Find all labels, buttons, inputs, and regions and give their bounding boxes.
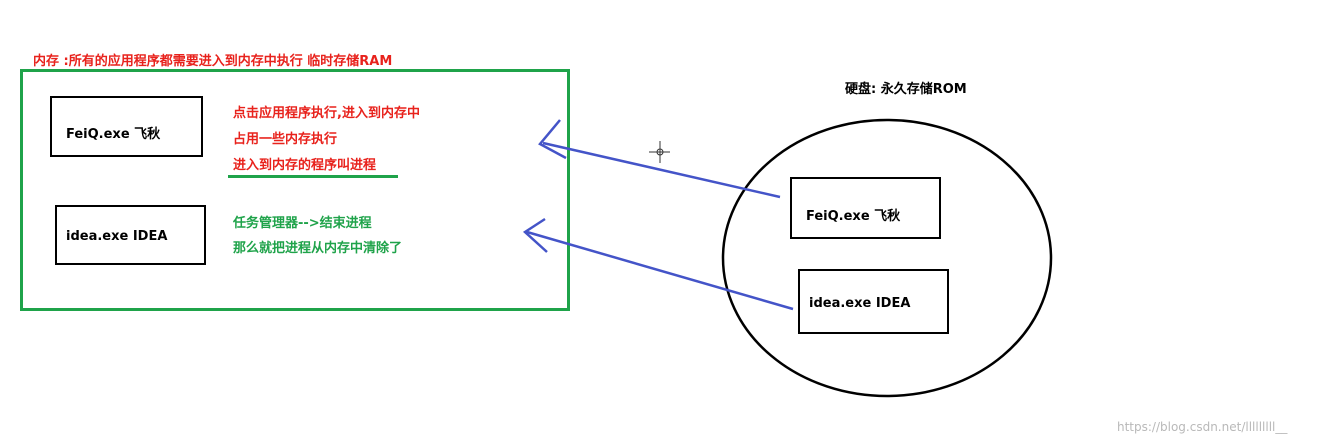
disk-program-feiq-label: FeiQ.exe 飞秋 xyxy=(806,209,901,224)
memory-process-idea-label: idea.exe IDEA xyxy=(66,229,168,244)
load-arrow-idea xyxy=(526,230,794,311)
watermark: https://blog.csdn.net/lllllllll__ xyxy=(1117,420,1288,434)
disk-program-idea: idea.exe IDEA xyxy=(798,269,949,334)
note-red-2: 占用一些内存执行 xyxy=(233,132,338,147)
memory-process-idea: idea.exe IDEA xyxy=(55,205,206,265)
load-arrow-idea-head xyxy=(522,217,548,253)
memory-title: 内存 :所有的应用程序都需要进入到内存中执行 临时存储RAM xyxy=(33,54,393,69)
disk-title: 硬盘: 永久存储ROM xyxy=(845,82,967,97)
note-red-1: 点击应用程序执行,进入到内存中 xyxy=(233,106,420,121)
disk-circle xyxy=(721,118,1053,398)
crosshair-cursor-icon xyxy=(649,141,670,163)
memory-region xyxy=(20,69,570,311)
load-arrow-feiq-head xyxy=(538,119,567,160)
memory-process-feiq: FeiQ.exe 飞秋 xyxy=(50,96,203,157)
note-green-2: 那么就把进程从内存中清除了 xyxy=(233,241,403,256)
load-arrow-feiq xyxy=(542,141,781,199)
disk-program-idea-label: idea.exe IDEA xyxy=(809,296,911,311)
note-red-3: 进入到内存的程序叫进程 xyxy=(233,158,377,173)
note-underline xyxy=(228,175,398,178)
note-green-1: 任务管理器-->结束进程 xyxy=(233,216,372,231)
memory-process-feiq-label: FeiQ.exe 飞秋 xyxy=(66,127,161,142)
disk-program-feiq: FeiQ.exe 飞秋 xyxy=(790,177,941,239)
